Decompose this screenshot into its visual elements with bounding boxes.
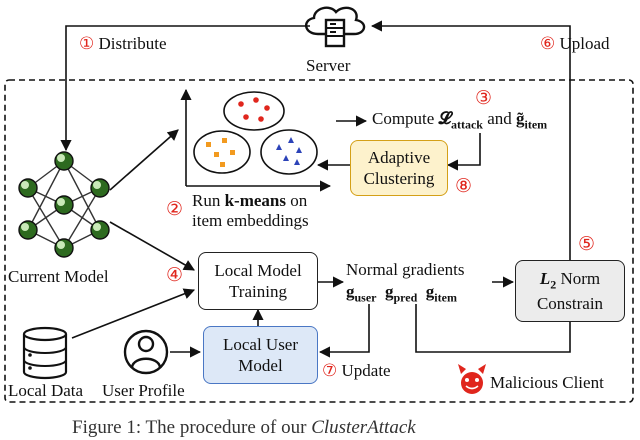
g-item-sub: item	[434, 290, 457, 305]
kmeans-run: Run	[192, 191, 221, 210]
norm-line2: Constrain	[536, 293, 604, 313]
gradients-row: guser gpred gitem	[346, 282, 457, 305]
arrow-data-to-training	[71, 288, 196, 339]
loss-symbol: 𝓛	[438, 109, 451, 128]
local-model-training-box: Local Model Training	[198, 252, 318, 310]
adaptive-line1: Adaptive	[367, 147, 431, 167]
kmeans-line1: Run k-means on	[192, 191, 308, 211]
kmeans-on: on	[290, 191, 308, 210]
arrow-update	[318, 304, 370, 358]
step-7-number: ⑦	[322, 361, 338, 380]
server-icon	[305, 6, 366, 48]
arrow-model-to-training	[109, 221, 195, 271]
figure-caption: Figure 1: The procedure of our ClusterAt…	[72, 417, 416, 439]
caption-text: Figure 1: The procedure of our	[72, 417, 307, 438]
step-4-number: ④	[166, 265, 184, 286]
grad-symbol: g̃	[516, 109, 525, 128]
compute-and: and	[487, 109, 512, 128]
step-distribute: ① Distribute	[79, 34, 167, 54]
database-icon	[22, 326, 68, 380]
client-boundary	[4, 79, 634, 403]
local-data-label: Local Data	[8, 381, 84, 400]
grad-subscript: item	[524, 117, 548, 132]
line-gitem-to-norm	[415, 304, 571, 353]
arrow-model-to-kmeans	[109, 129, 179, 191]
cluster-blue	[260, 129, 318, 175]
compute-prefix: Compute	[372, 109, 435, 128]
cluster-orange	[193, 130, 251, 174]
loss-subscript: attack	[450, 117, 483, 132]
arrow-compute-to-adaptive	[446, 133, 481, 171]
norm-line1: L2 Norm	[540, 268, 600, 292]
cluster-red	[223, 91, 285, 131]
step-5-number: ⑤	[578, 234, 596, 255]
server-label: Server	[306, 56, 351, 75]
g-item: g	[425, 282, 435, 301]
adaptive-line2: Clustering	[363, 169, 435, 188]
current-model-label: Current Model	[8, 267, 109, 286]
norm-word: Norm	[560, 269, 601, 289]
g-user-sub: user	[354, 290, 377, 305]
g-pred: g	[385, 282, 394, 301]
g-pred-sub: pred	[393, 290, 418, 305]
compute-label: Compute 𝓛attack and g̃item	[372, 109, 548, 132]
user-profile-icon	[123, 329, 169, 375]
malicious-client-label: Malicious Client	[490, 373, 604, 392]
caption-italic: ClusterAttack	[311, 417, 416, 438]
adaptive-clustering-box: Adaptive Clustering	[350, 140, 448, 196]
step-1-number: ①	[79, 34, 95, 53]
step-8-number: ⑧	[455, 176, 473, 197]
step-2-number: ②	[166, 199, 184, 220]
norm-constrain-box: L2 Norm Constrain	[515, 260, 625, 322]
network-icon	[18, 151, 110, 258]
norm-subscript: 2	[550, 277, 557, 292]
kmeans-method: k-means	[224, 191, 286, 210]
g-user: g	[346, 282, 355, 301]
user-model-line2: Model	[238, 356, 283, 375]
norm-symbol: L	[539, 269, 551, 289]
user-model-line1: Local User	[222, 334, 299, 354]
devil-icon	[458, 364, 486, 394]
step-7-label: Update	[341, 361, 391, 380]
step-3-number: ③	[475, 88, 493, 109]
step-6-number: ⑥	[540, 34, 556, 53]
step-update: ⑦ Update	[322, 361, 391, 381]
arrow-upload	[370, 20, 571, 262]
normal-gradients-label: Normal gradients	[346, 260, 465, 279]
kmeans-line2: item embeddings	[192, 211, 309, 230]
step-1-label: Distribute	[98, 34, 167, 53]
arrow-distribute	[60, 25, 310, 152]
step-6-label: Upload	[559, 34, 610, 53]
local-user-model-box: Local User Model	[203, 326, 318, 384]
user-profile-label: User Profile	[102, 381, 185, 400]
training-line2: Training	[229, 282, 287, 301]
step-upload: ⑥ Upload	[540, 34, 610, 54]
training-line1: Local Model	[214, 260, 302, 280]
